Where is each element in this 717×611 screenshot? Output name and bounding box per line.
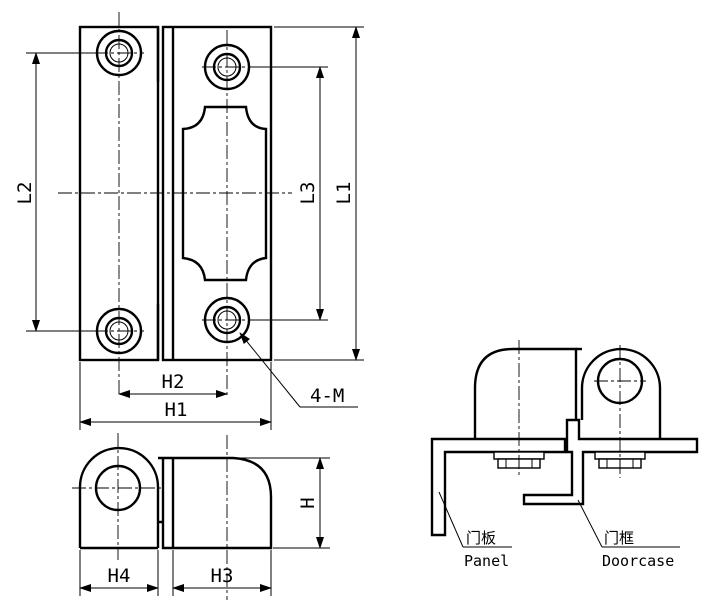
right-leaf-outline [161, 25, 273, 362]
side-view: H H4 H3 [72, 433, 330, 600]
front-view: L2 L3 L1 H2 H1 [14, 12, 364, 430]
center-window-cutout [181, 105, 268, 282]
dimension-l1: L1 [274, 26, 364, 361]
hole-callout: 4-M [239, 332, 358, 408]
frame-label: 门框 Doorcase [577, 499, 680, 570]
dimension-l3: L3 [250, 66, 328, 321]
callout-label-4-m: 4-M [310, 385, 344, 407]
dimension-h1: H1 [79, 362, 272, 430]
panel-label-en: Panel [464, 552, 509, 570]
dimension-label-l3: L3 [297, 182, 319, 205]
dimension-h2: H2 [118, 371, 228, 398]
dimension-label-h3: H3 [211, 565, 234, 587]
dimension-label-h1: H1 [165, 399, 188, 421]
panel-label: 门板 Panel [438, 491, 512, 570]
door-panel [430, 437, 567, 537]
dimension-h: H [235, 457, 330, 549]
side-view-outline [78, 446, 273, 550]
dimension-label-l1: L1 [333, 182, 355, 205]
installed-hinge-knuckle-right [580, 347, 662, 439]
dimension-label-l2: L2 [14, 182, 36, 205]
dimension-label-h2: H2 [162, 371, 185, 393]
installation-view: 门板 Panel 门框 Doorcase [430, 340, 699, 570]
frame-label-cn: 门框 [604, 529, 634, 547]
door-frame [522, 418, 699, 506]
frame-label-en: Doorcase [602, 552, 674, 570]
dimension-h3: H3 [172, 550, 272, 596]
dimension-label-h4: H4 [108, 565, 131, 587]
installed-hinge-leaf-left [473, 347, 578, 439]
dimension-l2: L2 [14, 52, 96, 332]
dimension-h4: H4 [79, 550, 159, 596]
front-view-center-lines [58, 12, 292, 395]
dimension-label-h: H [297, 497, 319, 508]
panel-label-cn: 门板 [466, 529, 496, 547]
